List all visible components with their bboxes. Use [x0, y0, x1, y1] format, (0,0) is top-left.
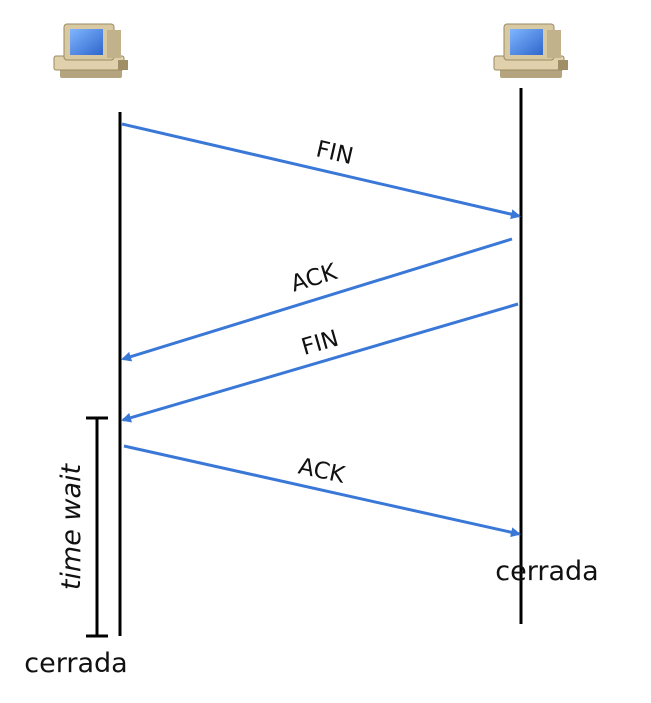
- time-wait-bracket: [86, 416, 108, 638]
- left-host-computer-icon: [53, 23, 128, 78]
- time-wait-label: time wait: [56, 462, 87, 590]
- message-arrow-2: [121, 237, 513, 362]
- message-arrow-1: [121, 122, 521, 220]
- message-label-4: ACK: [296, 454, 348, 489]
- message-arrow-3: [121, 302, 519, 423]
- right-state-label: cerrada: [495, 556, 598, 587]
- message-label-2: ACK: [288, 259, 341, 298]
- message-label-3: FIN: [299, 326, 342, 361]
- message-arrow-4: [123, 444, 521, 538]
- message-label-1: FIN: [314, 136, 356, 170]
- right-host-computer-icon: [493, 23, 568, 78]
- left-state-label: cerrada: [24, 648, 127, 679]
